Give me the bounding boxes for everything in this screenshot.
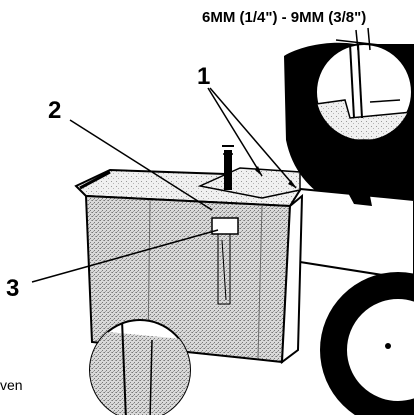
leader-line-1a <box>207 87 263 177</box>
dimension-label: 6MM (1/4") - 9MM (3/8") <box>202 9 366 26</box>
lift-post <box>222 145 234 190</box>
leader-line-3 <box>31 229 219 283</box>
arrowhead-1b <box>288 180 296 188</box>
deck-side-panel <box>280 193 304 365</box>
deck-seam <box>257 204 263 359</box>
detail-circle-bottom <box>89 319 191 415</box>
callout-1: 1 <box>197 63 210 90</box>
leader-line-2 <box>69 119 213 211</box>
chassis-slot <box>340 176 372 206</box>
leader-line-1b <box>209 87 297 189</box>
callout-3: 3 <box>6 275 19 302</box>
edge-text-fragment: ven <box>0 377 23 393</box>
deck-top-edge <box>79 170 111 190</box>
callout-leaders <box>31 87 297 283</box>
detail-circle-top <box>315 27 413 141</box>
callout-2: 2 <box>48 97 61 124</box>
deck-bracket <box>211 217 239 305</box>
arrowhead-1a <box>255 166 262 176</box>
tractor-chassis <box>288 186 414 282</box>
rear-wheel <box>320 272 414 415</box>
